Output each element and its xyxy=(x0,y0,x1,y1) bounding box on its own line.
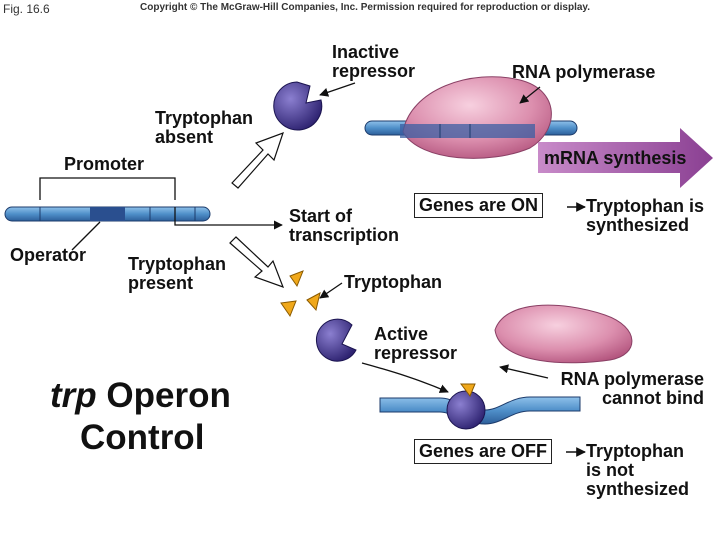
label-promoter: Promoter xyxy=(64,154,145,174)
tryptophan-molecule xyxy=(289,270,304,288)
genes-on-box: Genes are ON xyxy=(414,193,544,218)
bound-repressor xyxy=(446,390,486,430)
dna-left xyxy=(4,206,211,222)
tryptophan-molecule xyxy=(306,292,321,312)
arrow-to-active xyxy=(229,236,285,289)
title-italic: trp xyxy=(50,376,97,415)
copyright-notice: Copyright © The McGraw-Hill Companies, I… xyxy=(140,2,591,13)
promoter-bracket xyxy=(39,177,176,200)
arrow-to-inactive xyxy=(231,132,284,189)
polymerase-pointer xyxy=(519,86,541,104)
rna-polymerase-top xyxy=(400,76,552,159)
operator-pointer xyxy=(71,221,101,251)
tryptophan-molecule xyxy=(280,300,297,318)
title-line2: Control xyxy=(80,418,205,457)
inactive-repressor-pointer xyxy=(319,82,356,97)
label-operator: Operator xyxy=(10,245,87,265)
active-repressor-pointer xyxy=(361,362,449,393)
label-tryptophan: Tryptophan xyxy=(344,272,442,292)
diagram-title: trp Operon Control xyxy=(50,375,231,459)
tryptophan-pointer xyxy=(319,282,343,299)
transcription-arrow xyxy=(174,207,283,230)
genes-off-box: Genes are OFF xyxy=(414,439,553,464)
rna-polymerase-bottom xyxy=(494,304,633,364)
title-rest: Operon xyxy=(96,376,231,415)
label-rna-polymerase: RNA polymerase xyxy=(512,62,656,82)
bound-tryptophan xyxy=(460,383,476,397)
active-repressor-shape xyxy=(315,318,357,362)
label-mrna-synthesis: mRNA synthesis xyxy=(544,148,687,168)
cannot-bind-pointer xyxy=(499,364,549,379)
inactive-repressor-shape xyxy=(273,81,323,131)
figure-label: Fig. 16.6 xyxy=(3,2,50,16)
mrna-synthesis-arrow xyxy=(538,128,713,188)
